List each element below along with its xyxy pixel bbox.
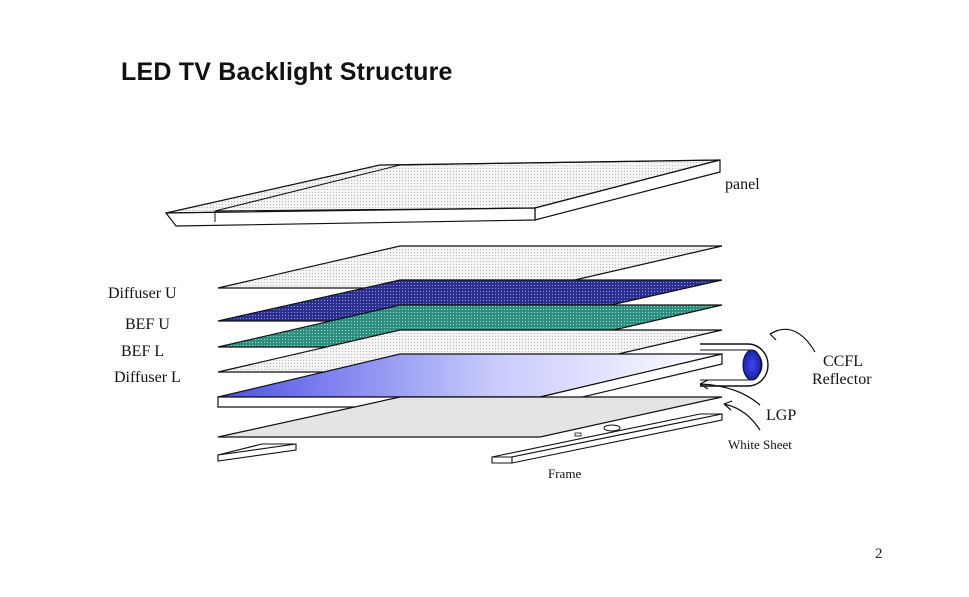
reflector-label: Reflector <box>812 371 872 388</box>
bef-u-label: BEF U <box>125 316 170 333</box>
frame-label: Frame <box>548 466 581 481</box>
panel-label: panel <box>725 176 760 193</box>
ccfl-reflector <box>700 343 769 387</box>
bef-l-label: BEF L <box>121 343 164 360</box>
lgp-label: LGP <box>766 407 796 424</box>
panel-layer <box>164 159 721 227</box>
white-sheet-label: White Sheet <box>728 437 792 452</box>
page-number: 2 <box>875 546 883 562</box>
diffuser-u-label: Diffuser U <box>108 285 177 302</box>
ccfl-lamp <box>742 349 762 381</box>
diffuser-l-label: Diffuser L <box>114 369 181 386</box>
white-sheet-layer <box>217 396 723 438</box>
leader-arrows <box>699 328 816 431</box>
ccfl-label: CCFL <box>823 353 863 370</box>
slide-title: LED TV Backlight Structure <box>121 58 453 86</box>
frame-layer <box>217 413 723 464</box>
